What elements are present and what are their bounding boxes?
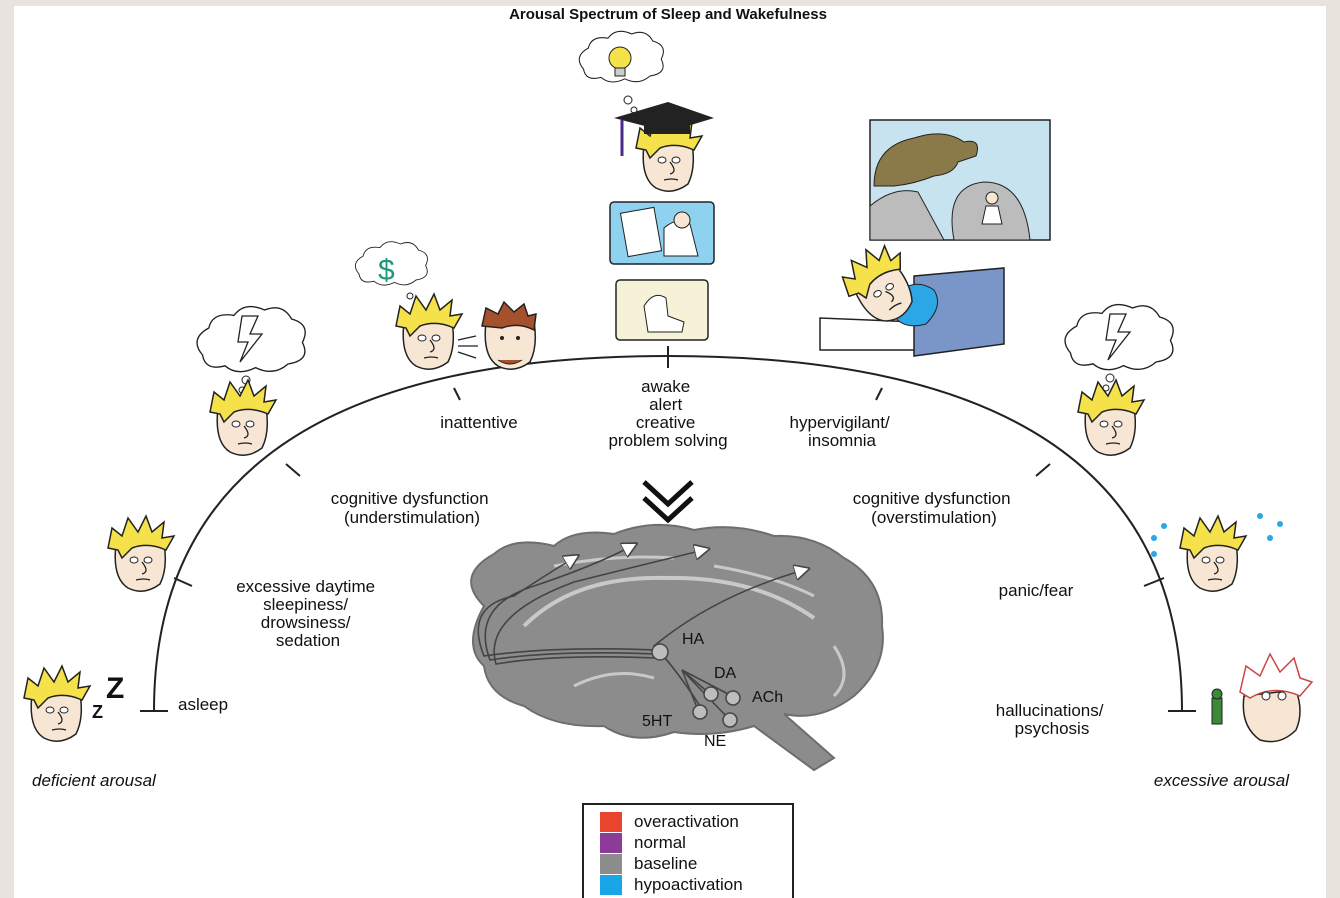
scientist-writing-panel bbox=[609, 201, 715, 265]
tick-panic bbox=[1143, 577, 1165, 587]
thought-dot bbox=[1105, 373, 1115, 383]
legend-swatch bbox=[600, 874, 622, 895]
label-sleepiness: excessive daytime sleepiness/ drowsiness… bbox=[236, 577, 380, 650]
nightmare-dinosaur-panel bbox=[869, 119, 1051, 241]
graduation-cap-icon bbox=[614, 102, 714, 156]
legend-item-normal: normal bbox=[600, 832, 792, 853]
distracted-face-icon bbox=[395, 293, 463, 370]
tick-cog-over bbox=[1035, 463, 1051, 477]
label-inattentive: inattentive bbox=[440, 413, 518, 432]
storm-cloud-right-icon bbox=[1064, 303, 1174, 371]
tick-cog-under bbox=[285, 463, 301, 477]
legend-label: baseline bbox=[634, 853, 698, 873]
legend-label: hypoactivation bbox=[634, 874, 743, 894]
tick-inattentive bbox=[453, 387, 461, 401]
label-hypervigilant: hypervigilant/ insomnia bbox=[790, 413, 895, 450]
diagram-canvas: Arousal Spectrum of Sleep and Wakefulnes… bbox=[14, 6, 1326, 898]
legend-swatch bbox=[600, 853, 622, 874]
frustrated-face-icon bbox=[209, 379, 277, 456]
legend-item-baseline: baseline bbox=[600, 853, 792, 874]
legend-swatch bbox=[600, 832, 622, 853]
legend-label: overactivation bbox=[634, 811, 739, 831]
thought-dot bbox=[623, 95, 633, 105]
legend-box: overactivation normal baseline hypoactiv… bbox=[582, 803, 794, 898]
label-hallucinations: hallucinations/ psychosis bbox=[996, 701, 1108, 738]
label-ach: ACh bbox=[752, 689, 783, 706]
tick-sleepiness bbox=[173, 577, 193, 587]
double-chevron-down-icon bbox=[642, 480, 694, 524]
label-awake: awake alert creative problem solving bbox=[608, 377, 727, 450]
speech-lines bbox=[457, 335, 478, 359]
sleeping-face-icon bbox=[23, 665, 91, 742]
psychosis-face-icon bbox=[1211, 652, 1314, 743]
drowsy-face-icon bbox=[107, 515, 175, 592]
label-asleep: asleep bbox=[178, 695, 228, 714]
label-deficient-arousal: deficient arousal bbox=[32, 771, 157, 790]
label-ne: NE bbox=[704, 733, 726, 750]
brain-illustration bbox=[470, 523, 884, 772]
legend-item-hypoactivation: hypoactivation bbox=[600, 874, 792, 895]
label-cognitive-over: cognitive dysfunction (overstimulation) bbox=[853, 489, 1016, 527]
panicked-face-icon bbox=[1179, 515, 1247, 592]
legend-swatch bbox=[600, 811, 622, 832]
ha-node bbox=[651, 643, 669, 661]
label-da: DA bbox=[714, 665, 737, 682]
diagram-title: Arousal Spectrum of Sleep and Wakefulnes… bbox=[509, 6, 827, 23]
label-cognitive-under: cognitive dysfunction (understimulation) bbox=[331, 489, 494, 527]
label-excessive-arousal: excessive arousal bbox=[1154, 771, 1290, 790]
storm-cloud-icon bbox=[196, 305, 306, 373]
talking-man-face-icon bbox=[481, 300, 537, 370]
sweat-drops-icon bbox=[1151, 513, 1283, 557]
thought-dot bbox=[406, 292, 414, 300]
da-node bbox=[703, 686, 719, 702]
ach-node bbox=[725, 690, 741, 706]
5ht-node bbox=[692, 704, 708, 720]
insomniac-in-bed-icon bbox=[819, 234, 1005, 357]
frustrated-face-right-icon bbox=[1077, 379, 1145, 456]
arousal-diagram: Arousal Spectrum of Sleep and Wakefulnes… bbox=[23, 6, 1314, 790]
dollar-icon: $ bbox=[378, 254, 395, 287]
lightbulb-icon bbox=[608, 46, 632, 77]
thinker-statue-panel bbox=[615, 279, 709, 341]
sleep-z-small-icon: Z bbox=[92, 702, 103, 722]
label-ha: HA bbox=[682, 631, 705, 648]
legend-label: normal bbox=[634, 832, 686, 852]
label-panic: panic/fear bbox=[999, 581, 1074, 600]
sleep-z-icon: Z bbox=[106, 672, 124, 705]
label-5ht: 5HT bbox=[642, 713, 672, 730]
legend-item-overactivation: overactivation bbox=[600, 811, 792, 832]
ne-node bbox=[722, 712, 738, 728]
tick-hypervigilant bbox=[875, 387, 883, 401]
